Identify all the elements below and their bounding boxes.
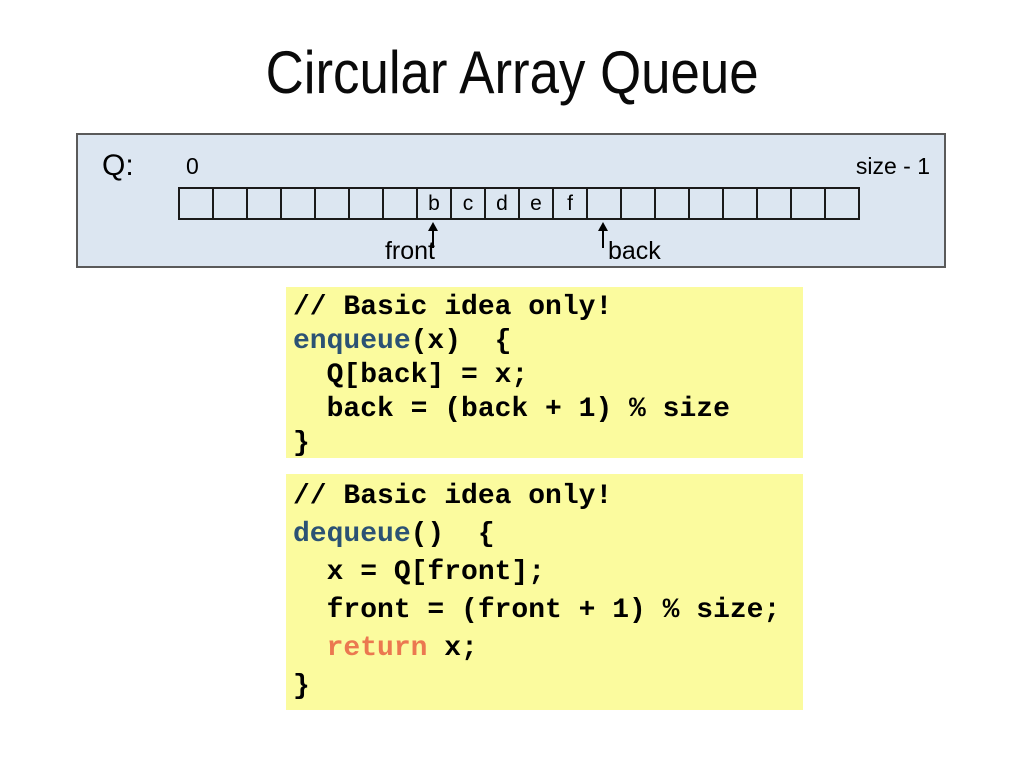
back-label: back [608, 237, 661, 265]
dequeue-code-box: // Basic idea only! dequeue() { x = Q[fr… [286, 474, 803, 710]
comment-text: // Basic idea only! [293, 292, 613, 323]
code-signature-line: dequeue() { [293, 516, 803, 554]
code-body-line: x = Q[front]; [293, 554, 803, 592]
back-pointer-arrow [598, 222, 608, 248]
closing-brace: } [293, 671, 310, 702]
code-comment-line: // Basic idea only! [293, 291, 803, 325]
page-title-text: Circular Array Queue [265, 39, 759, 106]
index-end-label: size - 1 [855, 153, 930, 179]
code-close-line: } [293, 427, 803, 461]
comment-text: // Basic idea only! [293, 481, 613, 512]
return-suffix: x; [427, 633, 478, 664]
return-keyword: return [326, 633, 428, 664]
array-cell: f [554, 189, 588, 218]
array-cell [180, 189, 214, 218]
array-cell: b [418, 189, 452, 218]
enqueue-code-box: // Basic idea only! enqueue(x) { Q[back]… [286, 287, 803, 461]
array-cell [248, 189, 282, 218]
arrow-line [602, 231, 604, 248]
signature-text: (x) { [410, 326, 512, 357]
queue-diagram-panel: Q: 0 size - 1 b c d e f [76, 133, 946, 268]
body-text: front = (front + 1) % size; [293, 595, 781, 626]
array-cell [826, 189, 858, 218]
return-indent [293, 633, 327, 664]
body-text: Q[back] = x; [293, 360, 529, 391]
array-cell: c [452, 189, 486, 218]
queue-name-label: Q: [102, 149, 134, 182]
arrow-up-icon [598, 222, 608, 231]
arrow-line [432, 231, 434, 248]
dequeue-keyword: dequeue [293, 519, 411, 550]
array-cell [690, 189, 724, 218]
circular-array: b c d e f [178, 187, 860, 220]
code-close-line: } [293, 668, 803, 706]
array-cell [622, 189, 656, 218]
array-cell [758, 189, 792, 218]
array-cell [214, 189, 248, 218]
body-text: back = (back + 1) % size [293, 394, 730, 425]
array-cell [282, 189, 316, 218]
arrow-up-icon [428, 222, 438, 231]
code-signature-line: enqueue(x) { [293, 325, 803, 359]
array-cell [792, 189, 826, 218]
array-cell: d [486, 189, 520, 218]
signature-text: () { [410, 519, 495, 550]
page-title: Circular Array Queue [0, 40, 1024, 106]
code-comment-line: // Basic idea only! [293, 478, 803, 516]
code-body-line: front = (front + 1) % size; [293, 592, 803, 630]
closing-brace: } [293, 428, 310, 459]
array-cell: e [520, 189, 554, 218]
array-cell [350, 189, 384, 218]
front-label: front [384, 237, 435, 265]
front-pointer-arrow [428, 222, 438, 248]
array-cell [316, 189, 350, 218]
array-cell [588, 189, 622, 218]
array-cell [724, 189, 758, 218]
index-start-label: 0 [186, 153, 199, 179]
enqueue-keyword: enqueue [293, 326, 411, 357]
code-body-line: back = (back + 1) % size [293, 393, 803, 427]
array-cell [384, 189, 418, 218]
code-body-line: Q[back] = x; [293, 359, 803, 393]
body-text: x = Q[front]; [293, 557, 546, 588]
code-return-line: return x; [293, 630, 803, 668]
array-cell [656, 189, 690, 218]
